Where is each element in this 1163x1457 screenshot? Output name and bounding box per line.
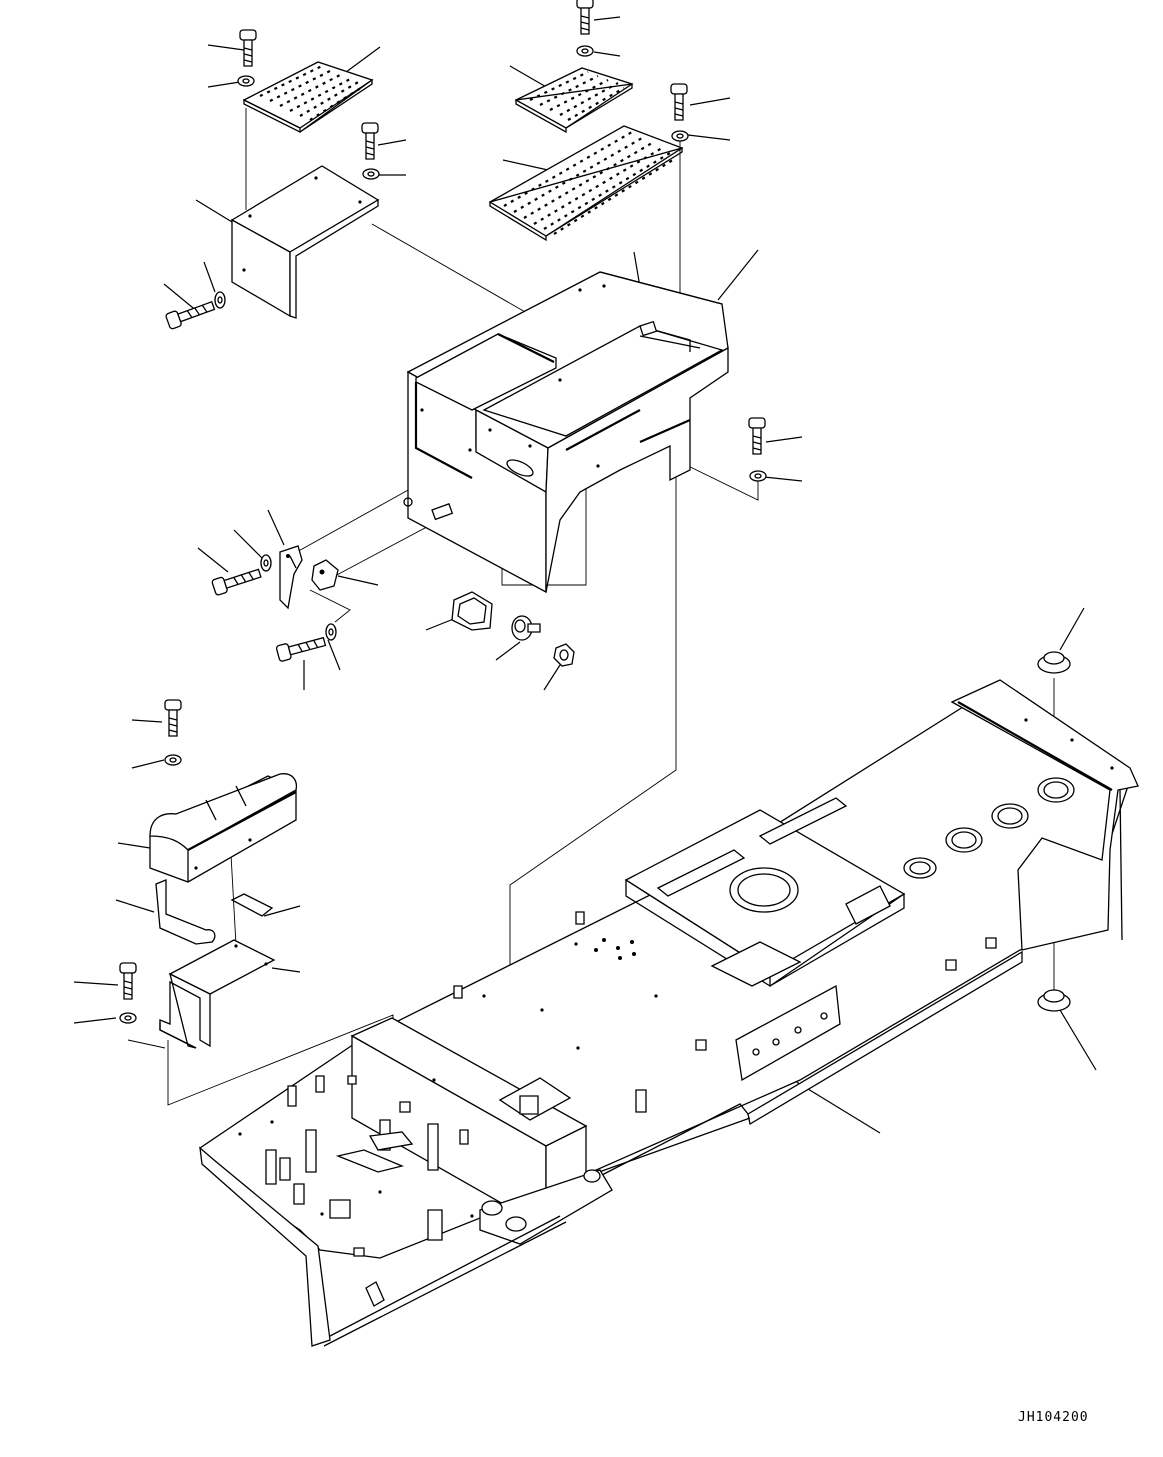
bolt-icon bbox=[749, 418, 765, 454]
floor-mat-icon bbox=[490, 126, 682, 240]
washer-icon bbox=[750, 471, 766, 481]
mount-cushion-icon bbox=[1038, 652, 1070, 673]
bolt-icon bbox=[165, 700, 181, 736]
clamp-bracket-icon bbox=[232, 894, 272, 916]
bolt-icon bbox=[577, 0, 593, 34]
bolt-icon bbox=[240, 30, 256, 66]
revolving-frame-icon bbox=[200, 680, 1138, 1346]
hinge-latch-icon bbox=[280, 546, 302, 608]
washer-icon bbox=[363, 169, 379, 179]
washer-icon bbox=[577, 46, 593, 56]
bolt-icon bbox=[165, 298, 216, 329]
bushing-icon bbox=[512, 616, 540, 640]
fitting-posts bbox=[266, 912, 996, 1306]
bolt-icon bbox=[362, 123, 378, 159]
washer-icon bbox=[215, 292, 225, 308]
step-cover-plate-icon bbox=[232, 166, 378, 318]
washer-icon bbox=[120, 1013, 136, 1023]
washer-icon bbox=[261, 555, 271, 571]
floor-mat-icon bbox=[244, 62, 372, 132]
floor-frame-icon bbox=[404, 272, 728, 592]
washer-icon bbox=[326, 624, 336, 640]
figure-code: JH104200 bbox=[1018, 1410, 1089, 1425]
bolt-icon bbox=[212, 566, 263, 596]
hinge-latch-icon bbox=[312, 560, 338, 590]
clamp-bracket-icon bbox=[156, 880, 215, 944]
bolt-icon bbox=[276, 634, 327, 662]
bolt-icon bbox=[120, 963, 136, 999]
support-bracket-icon bbox=[160, 940, 274, 1048]
floor-mat-icon bbox=[516, 68, 632, 132]
battery-box-cover-icon bbox=[150, 774, 296, 882]
grommet-icon bbox=[452, 592, 492, 630]
washer-icon bbox=[165, 755, 181, 765]
washer-icon bbox=[238, 76, 254, 86]
nut-icon bbox=[554, 644, 574, 666]
washer-icon bbox=[672, 131, 688, 141]
mount-cushion-icon bbox=[1038, 990, 1070, 1011]
bolt-icon bbox=[671, 84, 687, 120]
